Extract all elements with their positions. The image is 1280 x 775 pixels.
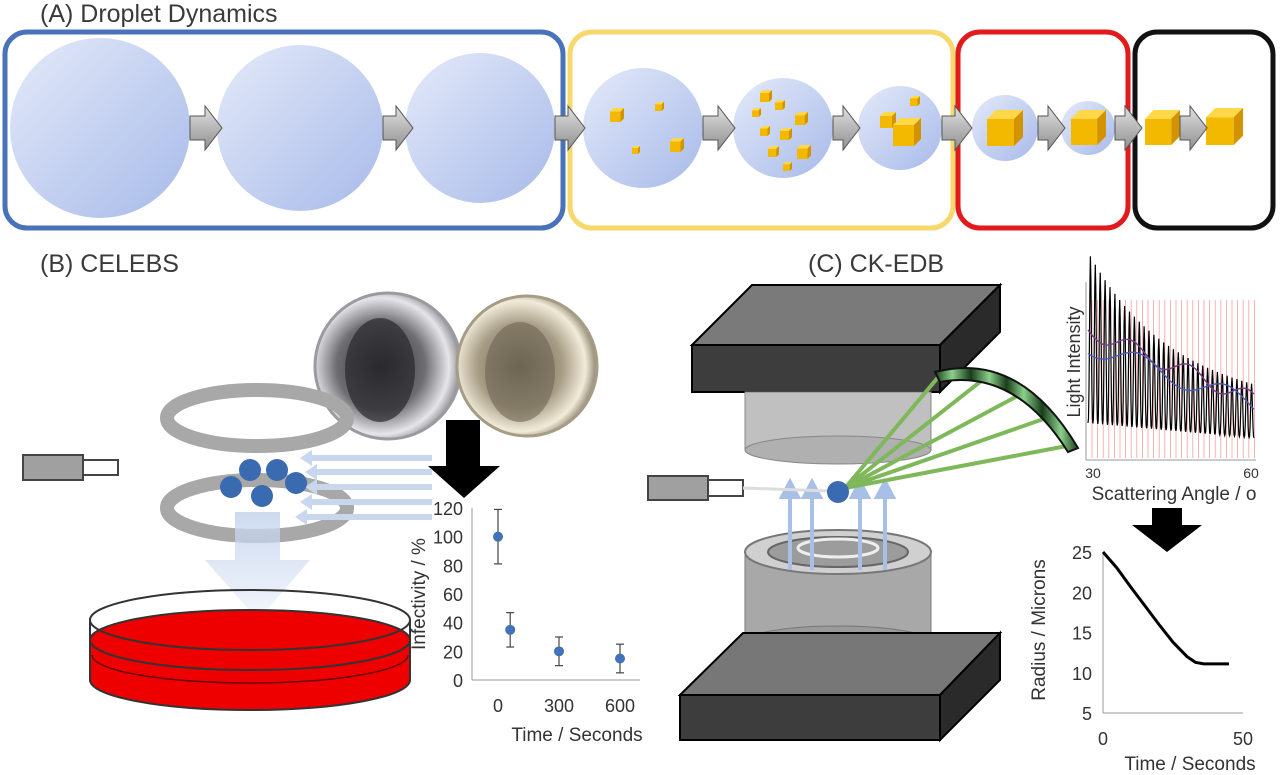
radius-x-tick: 0 xyxy=(1098,729,1108,749)
scattered-light-rays xyxy=(843,373,1073,490)
fringe-detector xyxy=(933,367,1080,454)
infectivity-x-tick: 600 xyxy=(605,696,635,716)
infectivity-x-tick: 0 xyxy=(493,696,503,716)
infectivity-chart: 0 20 40 60 80 100 120 0 300 600 Infectivity / % T… xyxy=(409,499,643,746)
infectivity-point xyxy=(505,624,516,635)
down-arrow-to-radius xyxy=(1132,508,1202,552)
upper-cylinder-electrode xyxy=(744,391,932,465)
panel-c-ck-edb xyxy=(647,282,1080,743)
lower-electrode-plate xyxy=(677,630,1003,743)
radius-x-tick: 50 xyxy=(1233,729,1253,749)
infectivity-y-tick: 60 xyxy=(443,585,463,605)
infectivity-y-tick: 40 xyxy=(443,614,463,634)
light-beams-b xyxy=(295,450,432,525)
radius-y-tick: 10 xyxy=(1072,664,1092,684)
infectivity-x-tick: 300 xyxy=(544,696,574,716)
laser-source-c xyxy=(647,475,744,501)
panel-a-title: (A) Droplet Dynamics xyxy=(40,0,278,28)
panel-c-title: (C) CK-EDB xyxy=(808,250,945,278)
light-intensity-trace xyxy=(1087,256,1255,440)
ring-electrode-upper xyxy=(160,383,354,453)
upper-electrode-plate xyxy=(689,282,1003,395)
infectivity-x-label: Time / Seconds xyxy=(511,725,642,746)
light-fit-blue xyxy=(1087,351,1255,410)
droplet-crystallising-1 xyxy=(583,68,703,188)
infectivity-y-tick: 120 xyxy=(433,499,463,519)
levitated-droplet xyxy=(827,481,849,503)
panel-b-title: (B) CELEBS xyxy=(40,250,179,278)
droplet-large-3 xyxy=(405,53,555,203)
light-y-label: Light Intensity xyxy=(1064,306,1084,417)
laser-source-b xyxy=(22,454,119,481)
dry-crystal-1 xyxy=(1145,110,1180,145)
radius-y-label: Radius / Microns xyxy=(1029,559,1050,701)
down-arrow-to-dish xyxy=(205,512,310,620)
droplet-large-1 xyxy=(10,38,190,218)
radius-trace xyxy=(1101,551,1229,666)
infectivity-y-tick: 100 xyxy=(433,528,463,548)
infectivity-y-label: Infectivity / % xyxy=(409,538,430,650)
radius-y-tick: 15 xyxy=(1072,624,1092,644)
infectivity-y-tick: 80 xyxy=(443,556,463,576)
radius-chart: 5 10 15 20 25 0 50 Radius / Microns Time / Sec… xyxy=(1029,543,1256,775)
droplet-cluster-b xyxy=(220,459,307,507)
light-x-label: Scattering Angle / o xyxy=(1092,484,1257,505)
light-x-tick-30: 30 xyxy=(1085,465,1101,481)
radius-y-tick: 20 xyxy=(1072,583,1092,603)
light-x-tick-60: 60 xyxy=(1243,465,1259,481)
droplet-large-2 xyxy=(217,45,383,211)
panel-a-droplet-dynamics xyxy=(2,29,1276,231)
stage-arrows xyxy=(189,104,1208,152)
infectivity-point xyxy=(554,646,564,657)
infectivity-y-tick: 0 xyxy=(453,671,463,691)
down-arrow-pans xyxy=(428,420,500,498)
infectivity-point xyxy=(493,531,503,542)
light-intensity-chart: 30 60 Light Intensity Scattering Angle /… xyxy=(1064,256,1259,505)
radius-x-label: Time / Seconds xyxy=(1124,754,1255,775)
petri-dish xyxy=(89,589,411,711)
light-fit-purple xyxy=(1087,329,1255,395)
panel-b-celebs xyxy=(22,291,599,711)
dry-crystal-2 xyxy=(1206,108,1243,145)
infectivity-y-tick: 20 xyxy=(443,642,463,662)
radius-y-tick: 25 xyxy=(1072,543,1092,563)
infectivity-point xyxy=(615,653,625,664)
radius-y-tick: 5 xyxy=(1082,704,1092,724)
